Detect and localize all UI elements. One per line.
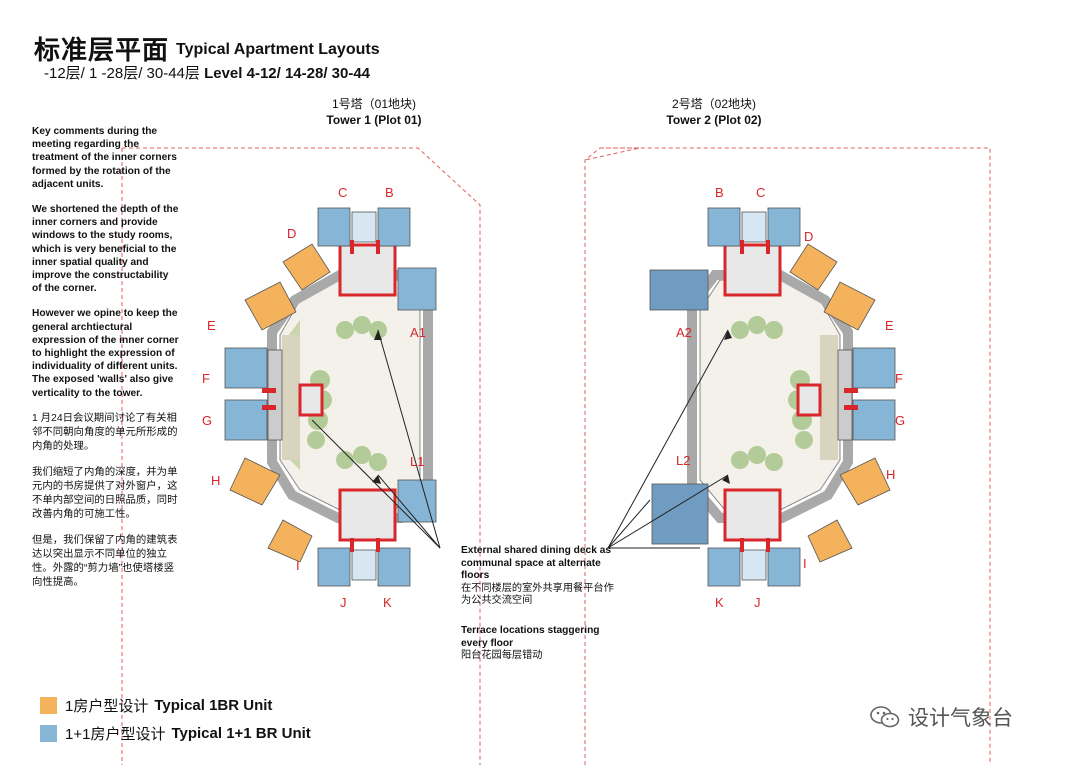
t1-label-f: F [202,371,210,386]
t1-label-b: B [385,185,394,200]
tower-2-plan [649,207,896,587]
note-2: We shortened the depth of the inner corn… [32,204,179,295]
t1-label-c: C [338,185,347,200]
tower-1-name-cn: 1号塔（01地块) [331,97,417,111]
tower-2-units [649,207,896,587]
deck-callout-en: External shared dining deck as communal … [461,545,612,581]
t2-label-e: E [885,318,894,333]
t1-label-h: H [211,473,220,488]
t2-label-d: D [804,229,813,244]
note-1: Key comments during the meeting regardin… [32,126,177,190]
page-title-en: Typical Apartment Layouts [176,41,380,58]
legend-item-1plus1br: 1+1房户型设计 Typical 1+1 BR Unit [40,723,311,744]
tower-1-cores [298,243,397,542]
t1-label-k: K [383,595,392,610]
wechat-icon [870,706,900,728]
tower-2-name-en: Tower 2 (Plot 02) [666,113,762,127]
tower-2-label: 2号塔（02地块) Tower 2 (Plot 02) [624,96,804,128]
legend-item-1br: 1房户型设计 Typical 1BR Unit [40,695,272,716]
leader-arrowheads [372,330,732,484]
note-5: 我们缩短了内角的深度，并为单元内的书房提供了对外窗户，这不单内部空间的日照品质，… [32,466,178,520]
t1-label-a1: A1 [410,325,426,340]
tower-2-unit-labels: B C D E F G H I K J A2 L2 [676,185,905,610]
t1-label-g: G [202,413,212,428]
t2-label-a2: A2 [676,325,692,340]
t1-label-i: I [296,558,300,573]
callout-leaders [311,329,729,549]
terrace-callout: Terrace locations staggering every floor… [461,625,621,663]
terrace-callout-en: Terrace locations staggering every floor [461,625,600,649]
t1-label-l1: L1 [410,454,424,469]
plot-boundary [121,147,991,765]
tower-2-cores [723,243,822,542]
t2-label-i: I [803,556,807,571]
levels-en: Level 4-12/ 14-28/ 30-44 [204,65,371,82]
legend-1br-en: Typical 1BR Unit [154,697,273,714]
terrace-callout-cn: 阳台花园每层错动 [461,650,543,661]
tower-1-label: 1号塔（01地块) Tower 1 (Plot 01) [284,96,464,128]
t2-label-b: B [715,185,724,200]
deck-callout: External shared dining deck as communal … [461,545,621,608]
t1-label-e: E [207,318,216,333]
note-4: 1 月24日会议期间讨论了有关相邻不同朝向角度的单元所形成的内角的处理。 [32,412,178,452]
tower-2-shear-walls [740,240,858,552]
t2-label-c: C [756,185,765,200]
page-title-cn: 标准层平面 [34,35,170,65]
design-notes: Key comments during the meeting regardin… [32,125,180,602]
note-3: However we opine to keep the general arc… [32,308,179,399]
tower-2-name-cn: 2号塔（02地块) [671,97,757,111]
watermark-text: 设计气象台 [908,707,1013,730]
tower-1-units [224,207,437,587]
note-6: 但是，我们保留了内角的建筑表达以突出显示不同单位的独立性。外露的“剪力墙”也使塔… [32,534,178,588]
legend-swatch-orange [40,697,57,714]
levels-cn: -12层/ 1 -28层/ 30-44层 [44,65,200,82]
legend-1br-cn: 1房户型设计 [65,698,149,715]
t2-label-g: G [895,413,905,428]
deck-callout-cn: 在不同楼层的室外共享用餐平台作为公共交流空间 [461,582,614,607]
watermark: 设计气象台 [870,702,1013,732]
t2-label-j: J [754,595,761,610]
legend-swatch-blue [40,725,57,742]
t2-label-l2: L2 [676,453,690,468]
t2-label-h: H [886,467,895,482]
legend-1plus1br-cn: 1+1房户型设计 [65,726,166,743]
levels-subtitle: -12层/ 1 -28层/ 30-44层 Level 4-12/ 14-28/ … [44,62,370,83]
t1-label-j: J [340,595,347,610]
tower-1-unit-labels: C B D E F G H I J K A1 L1 [202,185,426,610]
tower-1-name-en: Tower 1 (Plot 01) [326,113,422,127]
tower-1-deck-strip [282,335,300,460]
tower-1-shear-walls [262,240,380,552]
tower-2-deck-strip [820,335,838,460]
t2-label-k: K [715,595,724,610]
legend-1plus1br-en: Typical 1+1 BR Unit [171,725,311,742]
t2-label-f: F [895,371,903,386]
t1-label-d: D [287,226,296,241]
tower-1-plan [224,207,437,587]
